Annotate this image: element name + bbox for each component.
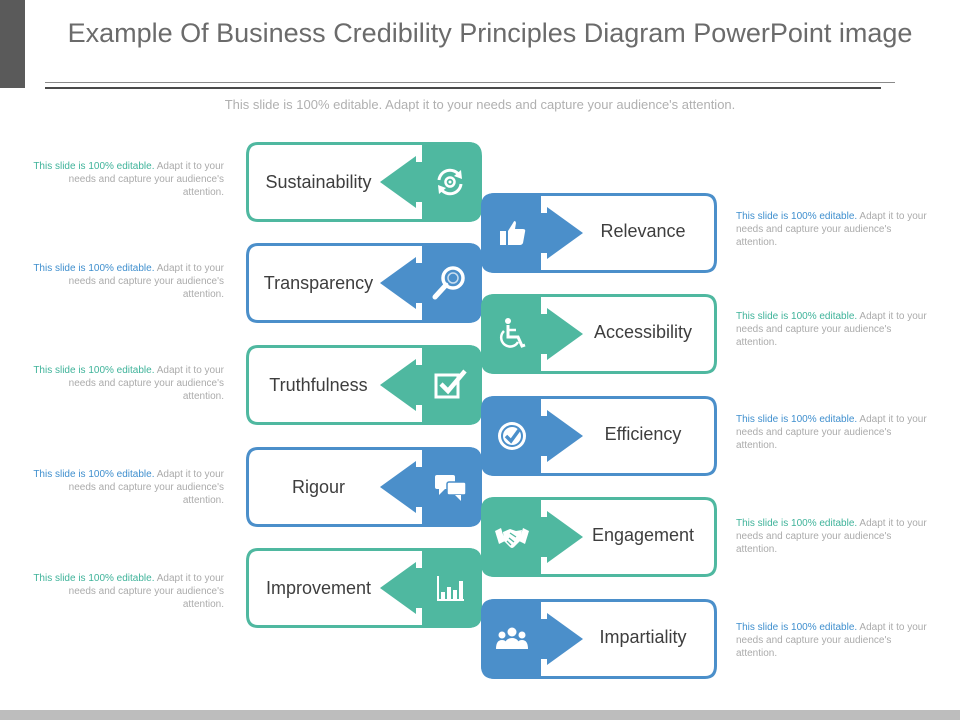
check-circle-icon: [498, 422, 526, 450]
card-shape: [246, 345, 482, 425]
note-highlight: This slide is 100% editable.: [33, 365, 155, 376]
description-note: This slide is 100% editable. Adapt it to…: [28, 468, 224, 507]
card-arrow-panel: [380, 243, 482, 323]
page-subtitle: This slide is 100% editable. Adapt it to…: [224, 97, 736, 112]
card-arrow-panel: [380, 447, 482, 527]
card-label: Truthfulness: [269, 375, 368, 395]
description-note: This slide is 100% editable. Adapt it to…: [736, 210, 932, 249]
principle-card-impartiality: Impartiality: [481, 599, 717, 679]
group-icon: [496, 627, 528, 649]
note-highlight: This slide is 100% editable.: [33, 161, 155, 172]
title-divider-thick: [45, 87, 881, 89]
card-shape: [246, 548, 482, 628]
card-arrow-panel: [481, 396, 583, 476]
card-shape: [481, 396, 717, 476]
description-note: This slide is 100% editable. Adapt it to…: [28, 262, 224, 301]
principle-card-rigour: Rigour: [246, 447, 482, 527]
description-note: This slide is 100% editable. Adapt it to…: [28, 572, 224, 611]
note-body: Adapt it to your needs and capture your …: [68, 263, 224, 300]
note-body: Adapt it to your needs and capture your …: [736, 311, 927, 348]
card-shape: [481, 294, 717, 374]
principle-card-efficiency: Efficiency: [481, 396, 717, 476]
note-body: Adapt it to your needs and capture your …: [68, 469, 224, 506]
principle-card-improvement: Improvement: [246, 548, 482, 628]
description-note: This slide is 100% editable. Adapt it to…: [736, 413, 932, 452]
description-note: This slide is 100% editable. Adapt it to…: [28, 364, 224, 403]
note-body: Adapt it to your needs and capture your …: [736, 414, 927, 451]
card-arrow-panel: [481, 294, 583, 374]
card-arrow-panel: [380, 142, 482, 222]
card-label: Accessibility: [593, 322, 693, 342]
description-note: This slide is 100% editable. Adapt it to…: [28, 160, 224, 199]
wheelchair-icon: [499, 318, 526, 348]
note-highlight: This slide is 100% editable.: [736, 518, 858, 529]
principle-card-sustainability: Sustainability: [246, 142, 482, 222]
principle-card-accessibility: Accessibility: [481, 294, 717, 374]
note-body: Adapt it to your needs and capture your …: [736, 622, 927, 659]
note-body: Adapt it to your needs and capture your …: [736, 518, 927, 555]
card-arrow-panel: [380, 548, 482, 628]
note-highlight: This slide is 100% editable.: [736, 622, 858, 633]
note-body: Adapt it to your needs and capture your …: [736, 211, 927, 248]
note-body: Adapt it to your needs and capture your …: [68, 573, 224, 610]
card-label: Relevance: [600, 221, 686, 241]
note-body: Adapt it to your needs and capture your …: [68, 365, 224, 402]
card-label: Efficiency: [604, 424, 682, 444]
principle-card-engagement: Engagement: [481, 497, 717, 577]
card-shape: [246, 243, 482, 323]
card-label: Improvement: [265, 578, 372, 598]
card-label: Engagement: [591, 525, 695, 545]
note-highlight: This slide is 100% editable.: [736, 414, 858, 425]
card-label: Impartiality: [599, 627, 687, 647]
principle-card-truthfulness: Truthfulness: [246, 345, 482, 425]
card-label: Rigour: [291, 477, 346, 497]
bar-chart-icon: [437, 576, 464, 601]
card-arrow-panel: [481, 497, 583, 577]
note-highlight: This slide is 100% editable.: [33, 263, 155, 274]
corner-accent-block: [0, 0, 25, 88]
description-note: This slide is 100% editable. Adapt it to…: [736, 621, 932, 660]
card-shape: [481, 599, 717, 679]
principle-card-relevance: Relevance: [481, 193, 717, 273]
card-arrow-panel: [481, 599, 583, 679]
card-label: Sustainability: [265, 172, 372, 192]
note-highlight: This slide is 100% editable.: [736, 211, 858, 222]
title-divider-thin: [45, 82, 895, 83]
thumbs-up-icon: [500, 221, 526, 245]
description-note: This slide is 100% editable. Adapt it to…: [736, 310, 932, 349]
card-shape: [481, 497, 717, 577]
magnifier-icon: [432, 266, 465, 300]
page-title: Example Of Business Credibility Principl…: [67, 18, 913, 48]
note-body: Adapt it to your needs and capture your …: [68, 161, 224, 198]
handshake-icon: [495, 528, 529, 548]
note-highlight: This slide is 100% editable.: [33, 573, 155, 584]
note-highlight: This slide is 100% editable.: [33, 469, 155, 480]
chat-bubbles-icon: [435, 475, 467, 501]
checkbox-icon: [434, 369, 467, 399]
card-shape: [246, 142, 482, 222]
card-arrow-panel: [481, 193, 583, 273]
principle-card-transparency: Transparency: [246, 243, 482, 323]
card-label: Transparency: [263, 273, 374, 293]
note-highlight: This slide is 100% editable.: [736, 311, 858, 322]
card-shape: [481, 193, 717, 273]
card-arrow-panel: [380, 345, 482, 425]
description-note: This slide is 100% editable. Adapt it to…: [736, 517, 932, 556]
card-shape: [246, 447, 482, 527]
recycle-icon: [437, 168, 463, 196]
footer-bar: [0, 710, 960, 720]
